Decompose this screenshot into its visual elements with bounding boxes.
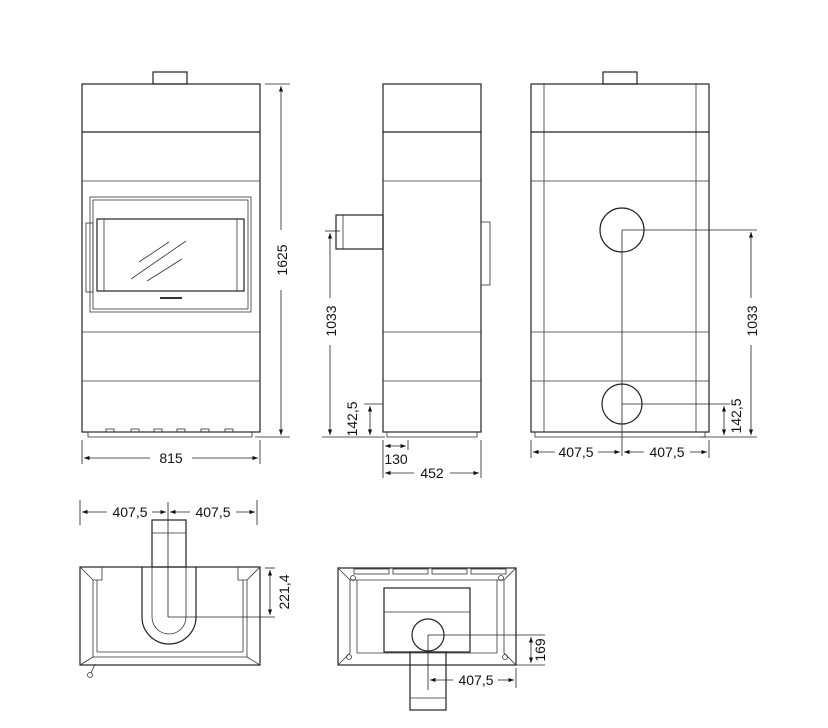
dim-flue-height-label: 1033 bbox=[744, 305, 760, 336]
dim-width-label: 815 bbox=[159, 450, 183, 466]
dim-inlet-depth-label: 169 bbox=[532, 638, 548, 662]
dim-right-half-label: 407,5 bbox=[649, 444, 684, 460]
back-view: 1033 142,5 407,5 407,5 bbox=[530, 71, 760, 460]
bottom-view: 169 407,5 bbox=[337, 567, 548, 711]
dim-depth-label: 452 bbox=[420, 465, 444, 481]
dim-air-inlet-label: 142,5 bbox=[728, 398, 744, 433]
front-view: 1625 815 bbox=[81, 71, 290, 466]
dim-right-half-label: 407,5 bbox=[195, 504, 230, 520]
dimension-height: 1625 bbox=[255, 83, 290, 438]
top-view: 407,5 407,5 221,4 bbox=[79, 500, 292, 678]
dim-air-inlet-label: 142,5 bbox=[344, 401, 360, 436]
dim-inlet-offset-label: 407,5 bbox=[458, 672, 493, 688]
dim-height-label: 1625 bbox=[274, 244, 290, 275]
dimension-width: 815 bbox=[81, 440, 261, 466]
dim-flue-depth-label: 221,4 bbox=[276, 574, 292, 609]
dim-flue-height-label: 1033 bbox=[323, 305, 339, 336]
side-view: 1033 142,5 130 452 bbox=[322, 83, 491, 481]
dim-left-half-label: 407,5 bbox=[558, 444, 593, 460]
dim-left-half-label: 407,5 bbox=[112, 504, 147, 520]
dim-flue-offset-label: 130 bbox=[384, 451, 408, 467]
